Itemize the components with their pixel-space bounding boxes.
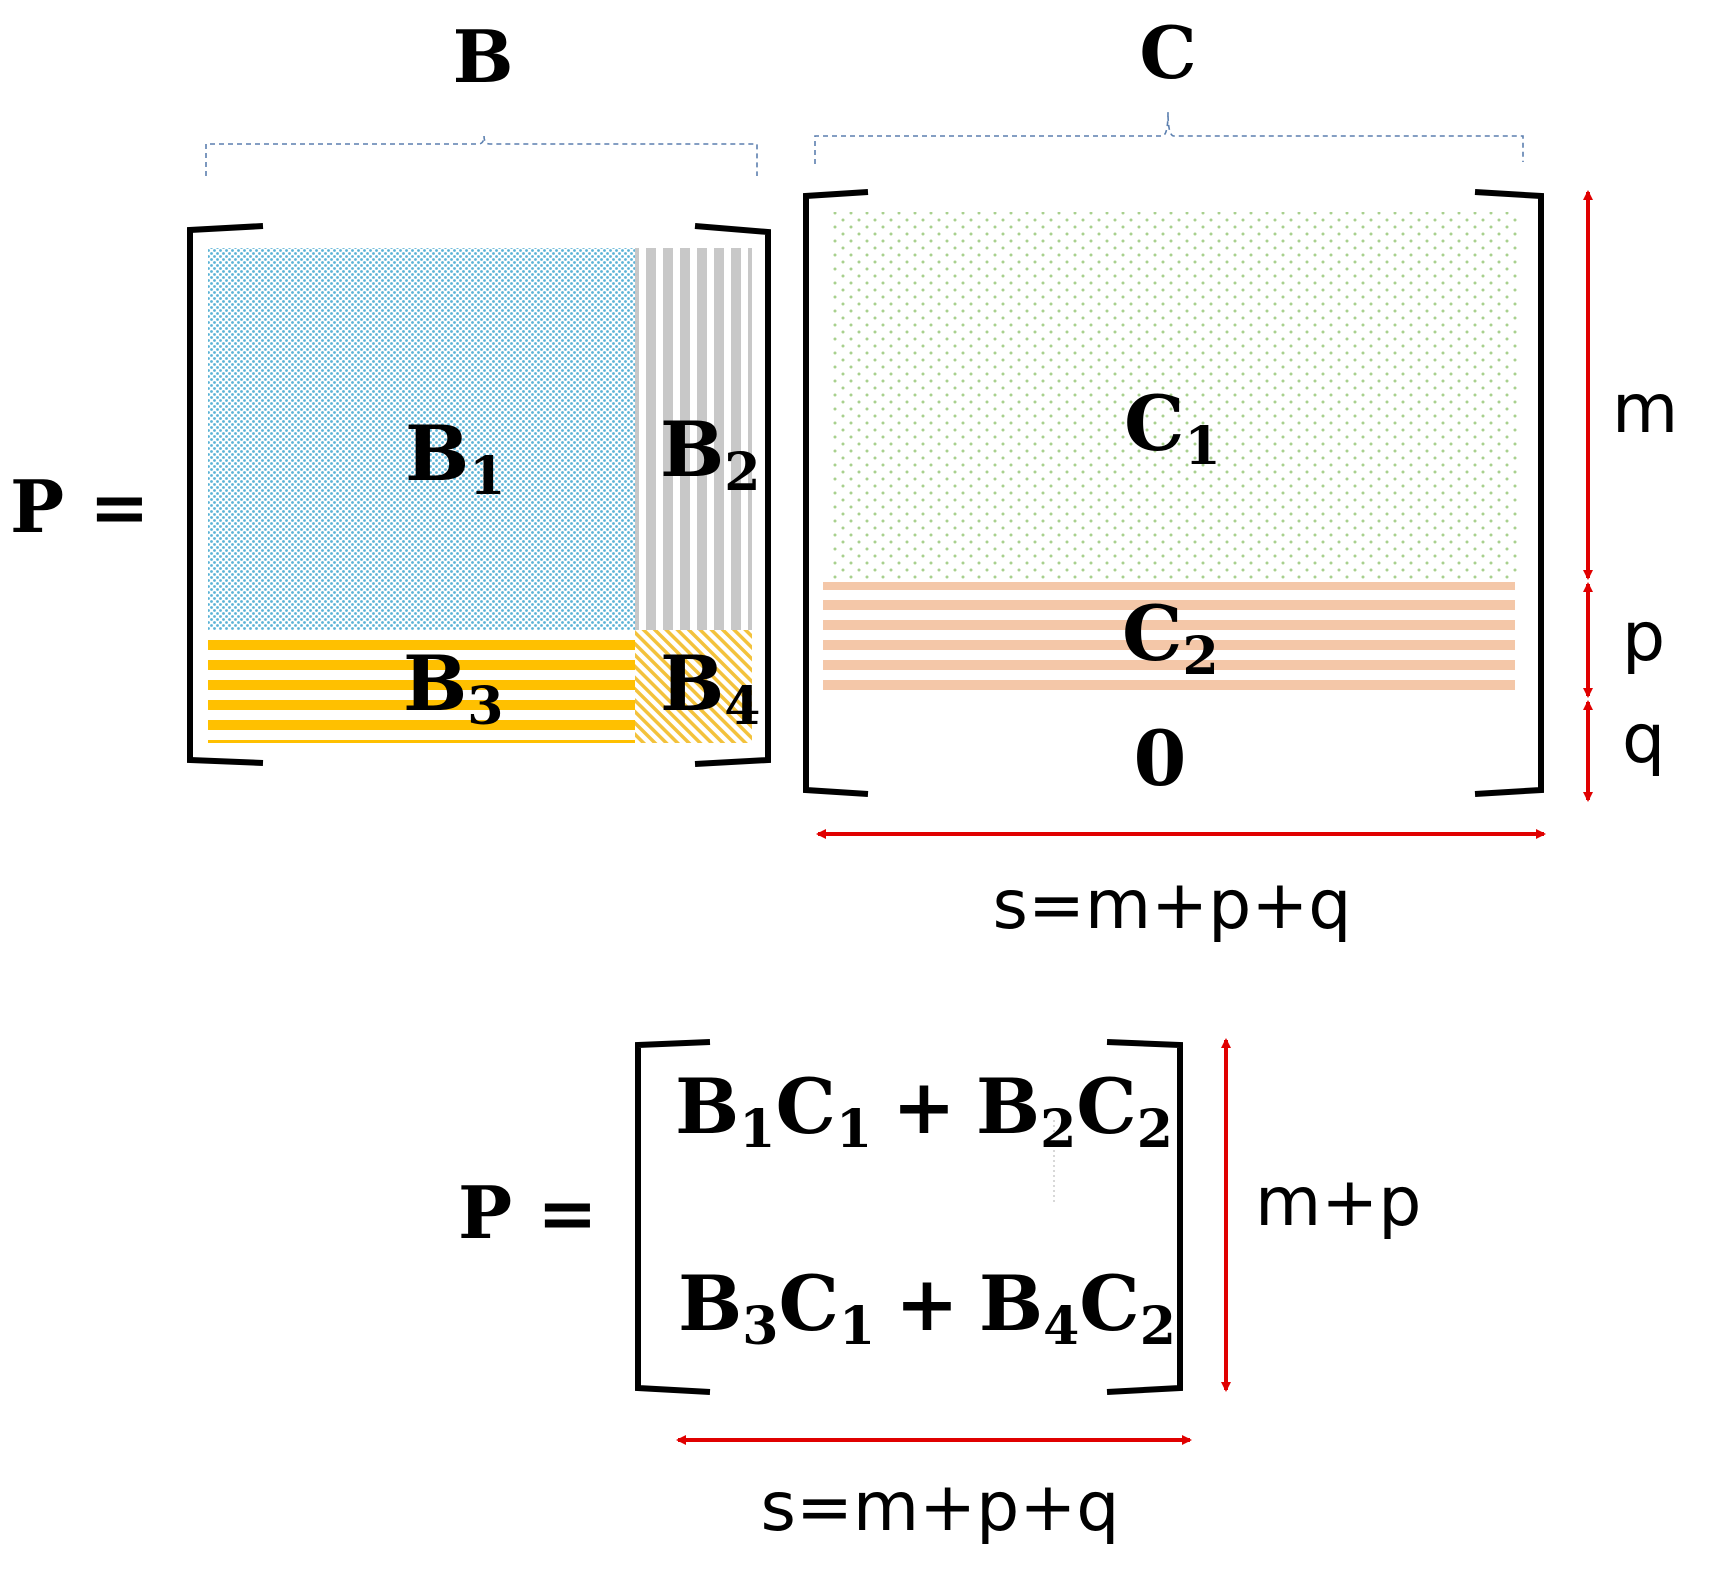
width-label-top: s=m+p+q: [993, 866, 1352, 945]
block-c1: [830, 212, 1520, 582]
bottom-lhs-label: P =: [458, 1170, 598, 1255]
brace-c: C: [814, 10, 1524, 164]
matrix-b: B1 B2 B3 B4: [187, 223, 771, 767]
result-row-2: B3C1+B4C2: [678, 1259, 1176, 1357]
svg-text:B3: B3: [403, 639, 503, 737]
matrix-c: C1 C2 0: [803, 189, 1544, 803]
block-c2: [823, 582, 1515, 694]
svg-text:B1C1+B2C2: B1C1+B2C2: [675, 1062, 1173, 1160]
dim-q-label: q: [1622, 700, 1665, 779]
label-b2: B2: [660, 405, 760, 503]
svg-text:B4: B4: [660, 639, 760, 737]
label-c1: C1: [1124, 379, 1221, 477]
result-left-bracket: [635, 1039, 711, 1395]
matrix-b-left-bracket: [187, 223, 264, 766]
brace-c-label: C: [1139, 10, 1196, 95]
block-b1: [208, 248, 635, 630]
height-label-bottom: m+p: [1255, 1163, 1421, 1242]
matrix-b-right-bracket: [694, 223, 771, 767]
brace-b: B: [205, 14, 758, 176]
dim-m-label: m: [1612, 370, 1678, 449]
top-lhs-label: P =: [10, 464, 150, 549]
result-right-bracket: [1106, 1039, 1183, 1395]
svg-text:B2: B2: [660, 405, 760, 503]
block-b4: [635, 630, 752, 743]
label-b1: B1: [405, 409, 505, 507]
brace-c-line: [814, 111, 1524, 164]
top-dimension-arrows: m p q s=m+p+q: [816, 190, 1678, 945]
block-b2: [635, 248, 752, 630]
brace-b-label: B: [453, 14, 514, 99]
block-b3: [208, 630, 635, 743]
svg-text:B3C1+B4C2: B3C1+B4C2: [678, 1259, 1176, 1357]
brace-b-line: [205, 135, 758, 176]
label-c2: C2: [1122, 589, 1219, 687]
svg-text:B1: B1: [405, 409, 505, 507]
dim-p-label: p: [1622, 598, 1665, 677]
label-b3: B3: [403, 639, 503, 737]
svg-text:C2: C2: [1122, 589, 1219, 687]
matrix-c-left-bracket: [803, 189, 869, 797]
svg-text:C1: C1: [1124, 379, 1221, 477]
bottom-equation: P = B1C1+B2C2 B3C1+B4C2 m+p s=m+p+q: [458, 1038, 1421, 1547]
result-row-1: B1C1+B2C2: [675, 1062, 1173, 1160]
matrix-c-right-bracket: [1474, 189, 1544, 797]
label-b4: B4: [660, 639, 760, 737]
bottom-dimension-arrows: m+p s=m+p+q: [676, 1038, 1421, 1547]
label-zero: 0: [1134, 714, 1187, 803]
top-equation: P = B C B1 B2 B3: [10, 10, 1678, 945]
width-label-bottom: s=m+p+q: [761, 1468, 1120, 1547]
